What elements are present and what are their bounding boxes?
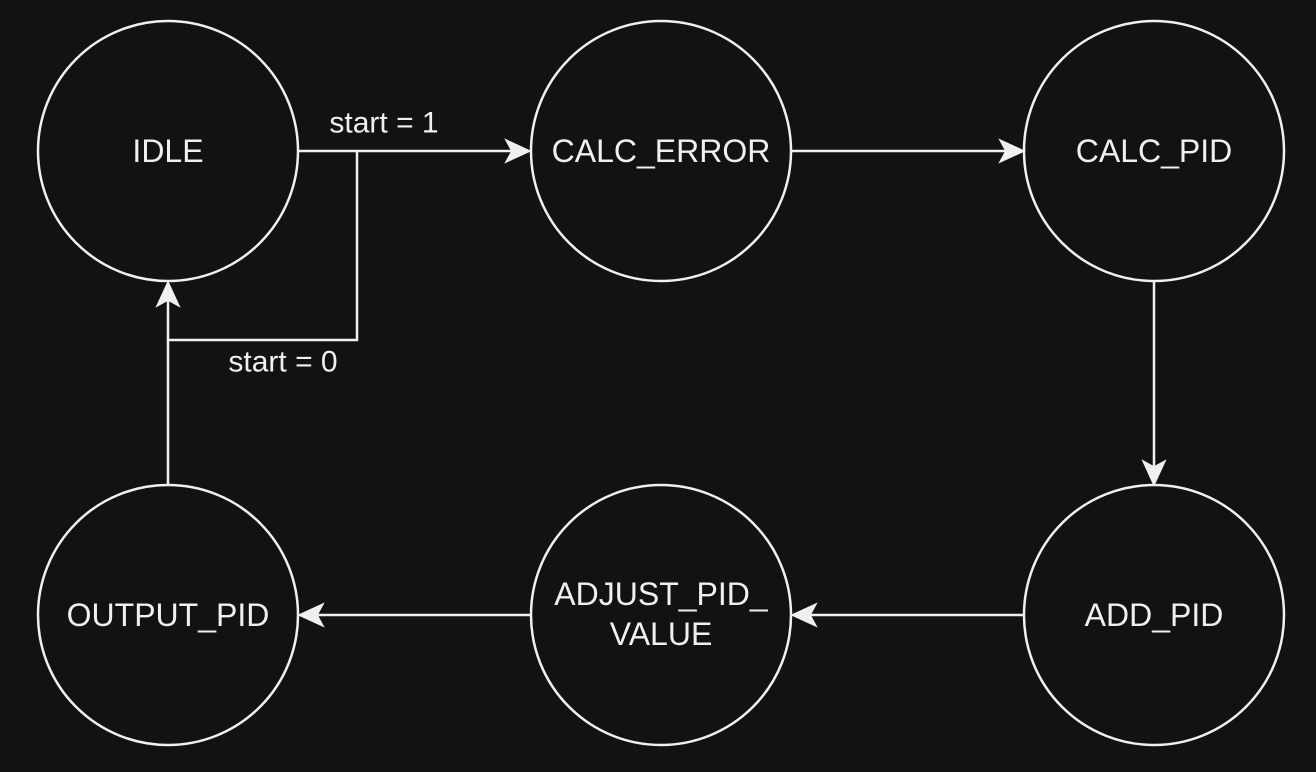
state-calc-pid-label: CALC_PID [1076, 133, 1233, 169]
state-add-pid[interactable]: ADD_PID [1022, 483, 1286, 747]
arrowhead-icon [1141, 459, 1167, 487]
edge-idle-loop[interactable] [155, 151, 359, 342]
state-add-pid-label: ADD_PID [1085, 597, 1224, 633]
state-output-pid-label: OUTPUT_PID [67, 597, 270, 633]
arrowhead-icon [998, 138, 1026, 164]
edge-idle-to-calc-error[interactable] [298, 138, 532, 164]
state-calc-pid[interactable]: CALC_PID [1022, 19, 1286, 283]
edge-calc-pid-to-add-pid[interactable] [1141, 281, 1167, 487]
edge-adjust-pid-value-to-output-pid[interactable] [297, 602, 531, 628]
arrowhead-icon [155, 280, 181, 308]
arrowhead-icon [790, 602, 818, 628]
edge-label-start-1: start = 1 [329, 107, 438, 140]
arrowhead-icon [504, 138, 532, 164]
state-output-pid[interactable]: OUTPUT_PID [36, 483, 300, 747]
state-adjust-pid-value-circle [529, 483, 793, 747]
state-adjust-pid-value[interactable]: ADJUST_PID_ VALUE [529, 483, 793, 747]
state-calc-error[interactable]: CALC_ERROR [529, 19, 793, 283]
state-adjust-pid-value-label-line1: ADJUST_PID_ [554, 576, 769, 612]
edge-add-pid-to-adjust-pid-value[interactable] [790, 602, 1024, 628]
edge-calc-error-to-calc-pid[interactable] [791, 138, 1026, 164]
edge-label-start-0: start = 0 [228, 346, 337, 379]
state-idle-label: IDLE [132, 133, 203, 169]
arrowhead-icon [297, 602, 325, 628]
state-adjust-pid-value-label-line2: VALUE [610, 616, 713, 652]
state-idle[interactable]: IDLE [36, 19, 300, 283]
edge-idle-loop-path [166, 151, 359, 342]
state-calc-error-label: CALC_ERROR [552, 133, 771, 169]
